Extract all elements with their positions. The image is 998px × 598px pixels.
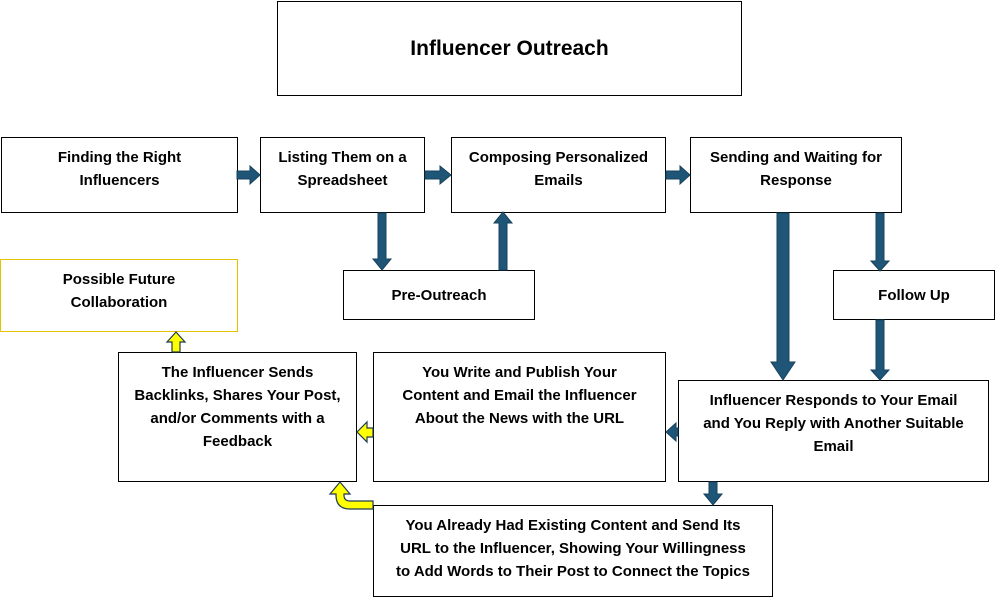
node-influencer-sends-backlinks-label: The Influencer Sends Backlinks, Shares Y… <box>134 364 341 450</box>
node-write-publish: You Write and Publish Your Content and E… <box>373 352 666 482</box>
node-follow-up: Follow Up <box>833 270 995 320</box>
node-influencer-sends-backlinks: The Influencer Sends Backlinks, Shares Y… <box>118 352 357 482</box>
node-existing-content: You Already Had Existing Content and Sen… <box>373 505 773 597</box>
arrow-finding-to-listing <box>236 164 261 186</box>
node-composing-emails: Composing Personalized Emails <box>451 137 666 213</box>
title-box: Influencer Outreach <box>277 1 742 96</box>
arrow-existing-content-to-sends-backlinks <box>328 481 374 510</box>
node-follow-up-label: Follow Up <box>878 286 950 304</box>
node-influencer-responds: Influencer Responds to Your Email and Yo… <box>678 380 989 482</box>
arrow-composing-to-sending <box>665 164 691 186</box>
node-listing-spreadsheet: Listing Them on a Spreadsheet <box>260 137 425 213</box>
arrow-listing-to-composing <box>424 164 452 186</box>
arrow-listing-to-pre-outreach <box>371 212 393 271</box>
arrow-responds-to-write-publish <box>665 421 679 443</box>
node-possible-collaboration-label: Possible Future Collaboration <box>62 271 176 311</box>
node-sending-waiting: Sending and Waiting for Response <box>690 137 902 213</box>
node-pre-outreach: Pre-Outreach <box>343 270 535 320</box>
arrow-follow-up-to-responds <box>869 319 891 381</box>
node-composing-emails-label: Composing Personalized Emails <box>468 149 649 189</box>
node-listing-spreadsheet-label: Listing Them on a Spreadsheet <box>278 149 407 189</box>
node-sending-waiting-label: Sending and Waiting for Response <box>710 149 882 189</box>
arrow-responds-to-existing-content <box>702 481 724 506</box>
arrow-write-publish-to-sends-backlinks <box>356 420 374 444</box>
arrow-sending-to-follow-up <box>869 212 891 272</box>
node-finding-influencers: Finding the Right Influencers <box>1 137 238 213</box>
arrow-sends-backlinks-to-collaboration <box>165 331 187 353</box>
node-influencer-responds-label: Influencer Responds to Your Email and Yo… <box>703 392 964 455</box>
diagram-title: Influencer Outreach <box>410 37 609 60</box>
node-write-publish-label: You Write and Publish Your Content and E… <box>402 364 637 427</box>
arrow-sending-to-responds <box>770 212 796 381</box>
node-possible-collaboration: Possible Future Collaboration <box>0 259 238 332</box>
node-existing-content-label: You Already Had Existing Content and Sen… <box>396 517 750 580</box>
node-pre-outreach-label: Pre-Outreach <box>391 286 487 304</box>
node-finding-influencers-label: Finding the Right Influencers <box>57 149 182 189</box>
arrow-pre-outreach-to-composing <box>492 211 514 271</box>
